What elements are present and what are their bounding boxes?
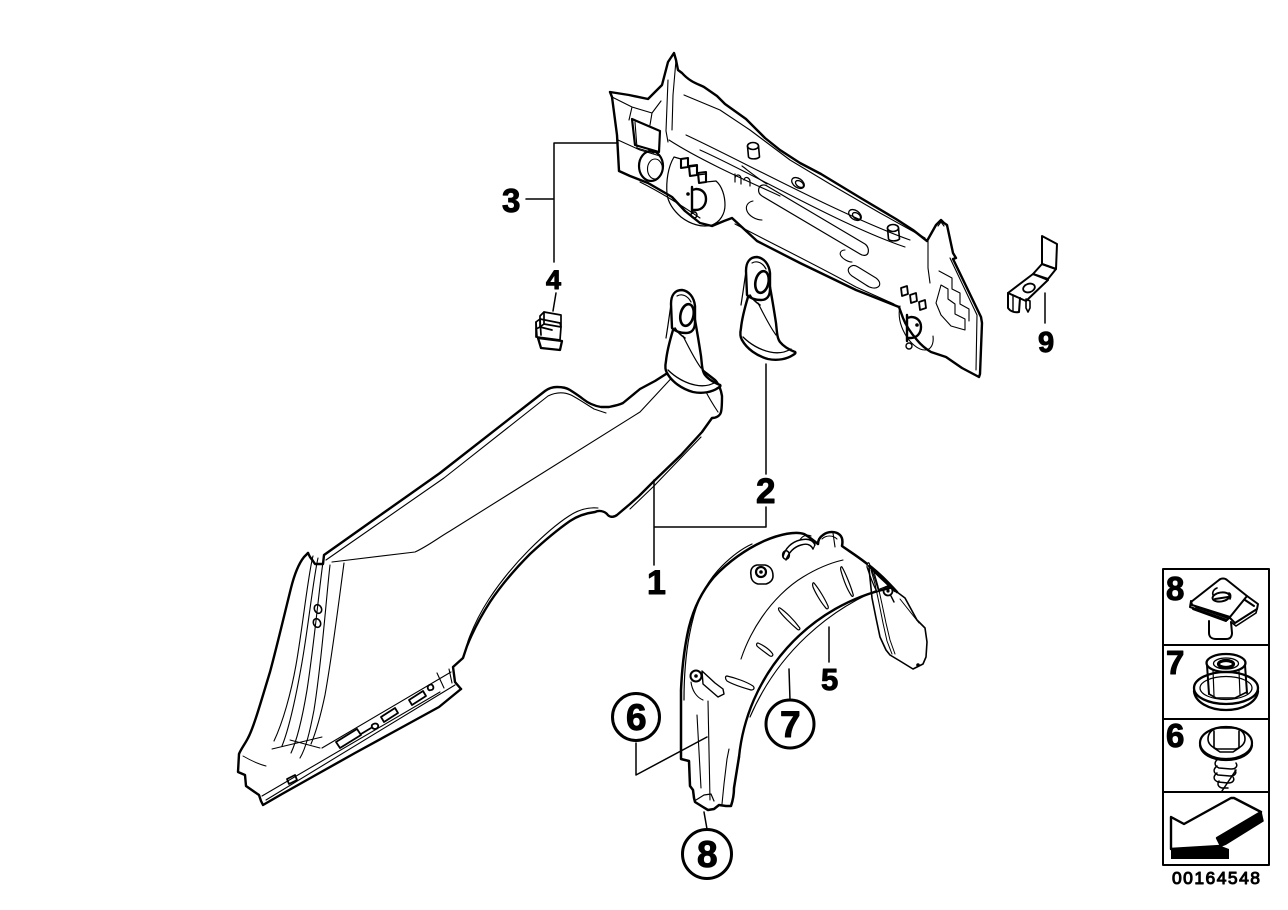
svg-text:7: 7 bbox=[1166, 644, 1184, 681]
svg-text:7: 7 bbox=[780, 704, 801, 745]
svg-text:8: 8 bbox=[1166, 570, 1184, 607]
svg-text:4: 4 bbox=[546, 265, 561, 295]
svg-text:1: 1 bbox=[647, 564, 666, 602]
svg-text:9: 9 bbox=[1038, 327, 1054, 359]
svg-text:5: 5 bbox=[821, 662, 838, 697]
svg-text:2: 2 bbox=[756, 472, 775, 511]
svg-text:3: 3 bbox=[502, 182, 520, 219]
svg-text:8: 8 bbox=[697, 834, 718, 875]
svg-text:6: 6 bbox=[1166, 717, 1184, 754]
svg-text:00164548: 00164548 bbox=[1172, 868, 1261, 888]
svg-text:6: 6 bbox=[626, 697, 647, 738]
